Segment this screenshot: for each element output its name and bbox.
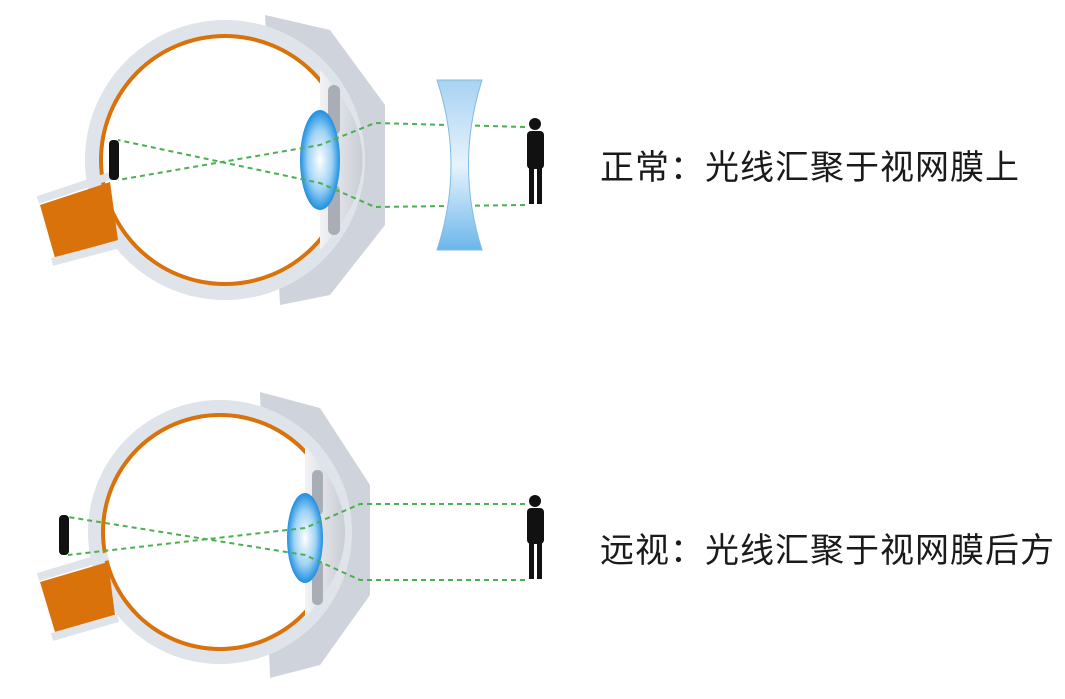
person-icon: [527, 118, 544, 204]
panel-hyperopia: 远视：光线汇聚于视网膜后方: [0, 380, 1065, 699]
light-rays: [67, 503, 525, 581]
concave-lens-icon: [436, 79, 483, 251]
optic-nerve: [40, 562, 115, 632]
panel-normal: 正常：光线汇聚于视网膜上: [0, 0, 1065, 330]
inverted-image: [59, 515, 69, 555]
person-icon: [527, 495, 544, 579]
optic-nerve: [40, 182, 118, 258]
caption-normal: 正常：光线汇聚于视网膜上: [600, 148, 1020, 188]
eye-diagram-normal: [36, 15, 544, 305]
crystalline-lens: [287, 493, 323, 583]
inverted-image: [109, 140, 119, 180]
eye-diagram-hyperopia: [36, 392, 544, 678]
crystalline-lens: [300, 110, 340, 210]
caption-hyperopia: 远视：光线汇聚于视网膜后方: [600, 531, 1055, 571]
